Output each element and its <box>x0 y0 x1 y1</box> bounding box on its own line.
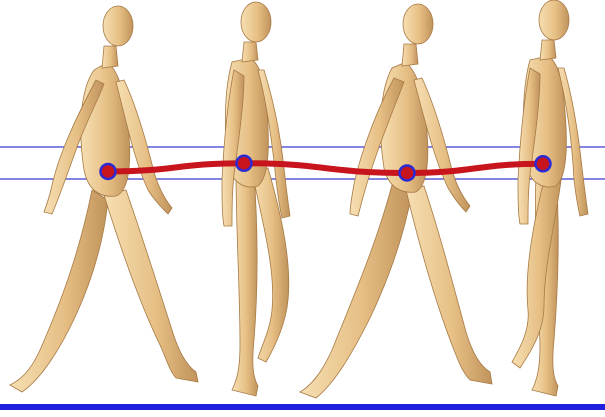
hip-marker-icon <box>400 165 415 180</box>
ground-line <box>0 404 605 410</box>
hip-trajectory-line <box>108 163 543 173</box>
walker-figure <box>222 2 290 396</box>
hip-marker-icon <box>101 164 116 179</box>
walker-figure <box>10 6 198 392</box>
walker-figure <box>300 4 492 398</box>
hip-marker-icon <box>237 156 252 171</box>
walker-figure <box>512 0 588 396</box>
hip-marker-icon <box>536 156 551 171</box>
